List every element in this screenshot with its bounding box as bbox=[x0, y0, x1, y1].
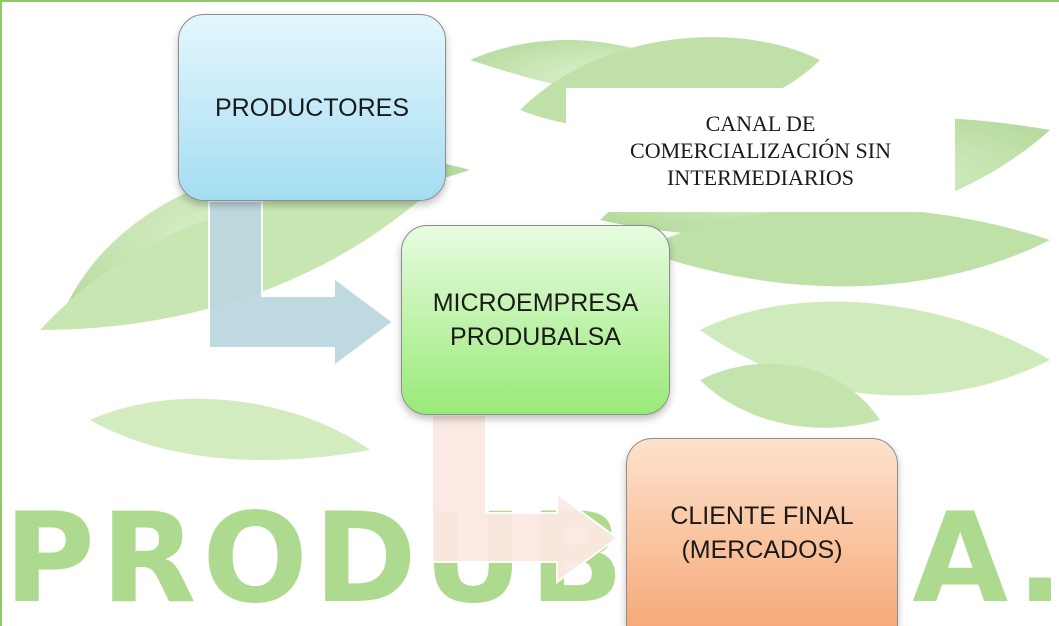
node-productores: PRODUCTORES bbox=[178, 14, 446, 201]
arrow-productores-to-microempresa bbox=[208, 200, 395, 368]
node-cliente-final: CLIENTE FINAL (MERCADOS) bbox=[626, 438, 898, 626]
arrow-microempresa-to-cliente bbox=[431, 414, 619, 584]
node-microempresa: MICROEMPRESA PRODUBALSA bbox=[401, 225, 670, 415]
diagram-caption: CANAL DE COMERCIALIZACIÓN SIN INTERMEDIA… bbox=[566, 88, 955, 212]
